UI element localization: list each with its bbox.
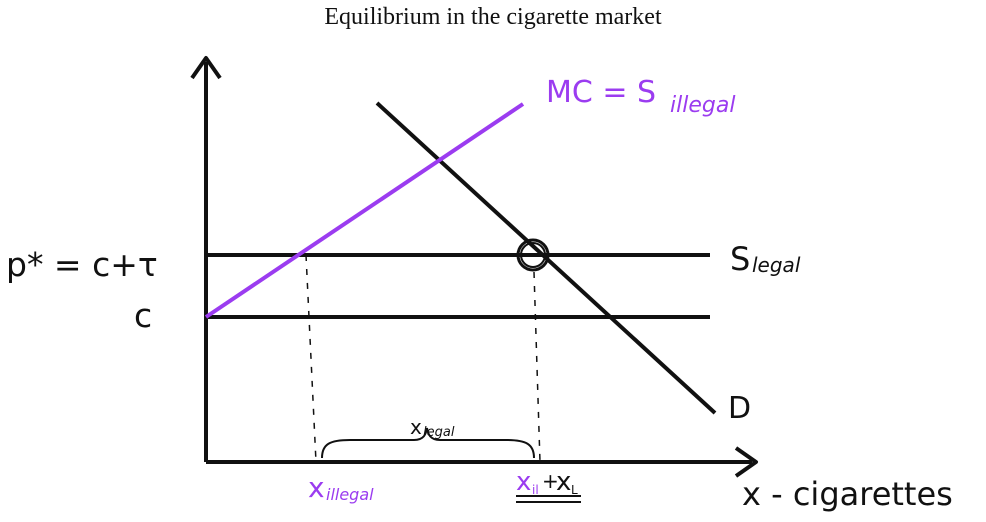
demand-line (375, 101, 717, 415)
x-total-b-sub-label: L (571, 483, 578, 497)
s-legal-label: S (730, 240, 750, 278)
x-legal-brace (321, 427, 535, 459)
x-legal-label: x (410, 415, 422, 439)
mc-supply-illegal-line (204, 102, 525, 319)
x-illegal-sub-label: illegal (326, 485, 374, 504)
price-star-label: p* = c+τ (6, 245, 158, 284)
x-illegal-label: x (308, 471, 325, 504)
x-illegal-guide (305, 254, 317, 463)
demand-label: D (728, 391, 751, 426)
x-total-guide (533, 271, 541, 463)
y-axis-arrow (190, 56, 222, 80)
x-total-a-sub-label: il (532, 483, 539, 497)
s-legal-sub-label: legal (752, 253, 801, 277)
cost-label: c (134, 296, 152, 335)
x-axis-arrow (734, 446, 758, 478)
x-total-a-label: x (516, 467, 531, 497)
x-total-plus-label: + (542, 469, 559, 493)
x-axis-title: x - cigarettes (742, 475, 953, 513)
x-total-b-label: x (556, 467, 571, 497)
mc-supply-label: MC = S (546, 75, 656, 110)
mc-supply-sub-label: illegal (670, 93, 735, 118)
equilibrium-marker (516, 238, 550, 272)
x-legal-sub-label: legal (423, 425, 455, 440)
diagram-title: Equilibrium in the cigarette market (324, 4, 662, 30)
